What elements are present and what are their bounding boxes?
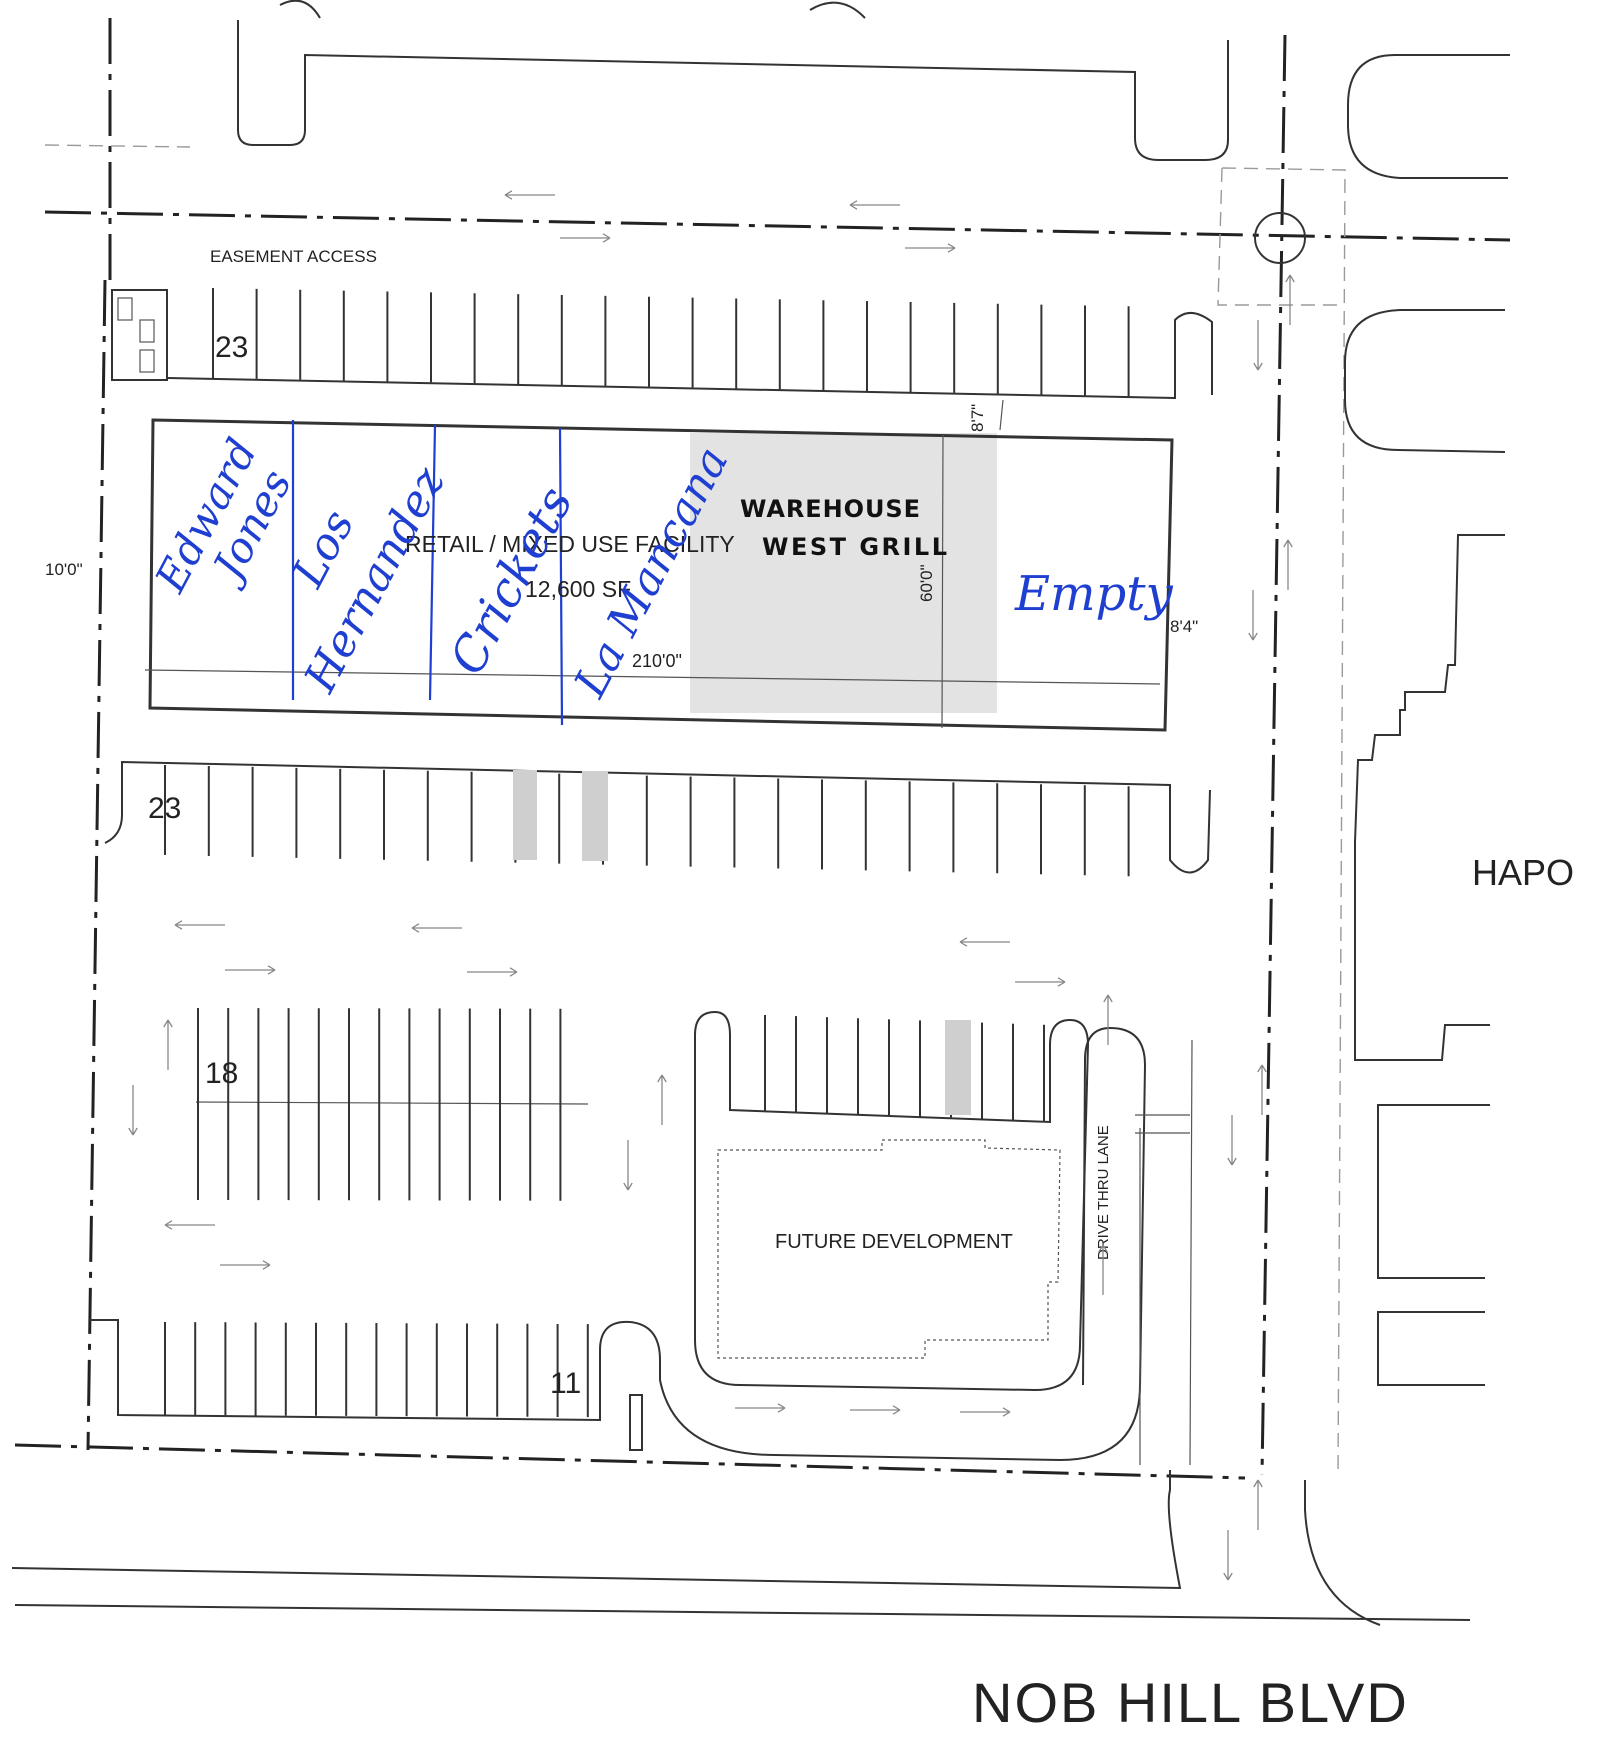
parking-row-south[interactable]: 11: [90, 1026, 1193, 1466]
traffic-arrows: [128, 190, 1295, 1581]
traffic-arrow-icon: [1227, 1115, 1237, 1166]
traffic-arrow-icon: [849, 200, 900, 210]
traffic-arrow-icon: [1098, 1244, 1108, 1295]
retail-building[interactable]: RETAIL / MIXED USE FACILITY 12,600 SF 21…: [45, 399, 1198, 732]
nob-hill-road: [11, 1470, 1471, 1626]
traffic-arrow-icon: [1283, 539, 1293, 590]
traffic-arrow-icon: [1223, 1530, 1233, 1581]
future-development-label: FUTURE DEVELOPMENT: [775, 1231, 1013, 1253]
parking-row-north[interactable]: 23: [167, 288, 1213, 400]
traffic-arrow-icon: [959, 937, 1010, 947]
parking-count-west: 18: [205, 1057, 238, 1090]
parking-count-middle: 23: [148, 792, 181, 825]
tenant-empty: Empty: [1014, 566, 1174, 622]
traffic-arrow-icon: [1253, 320, 1263, 371]
traffic-arrow-icon: [560, 233, 611, 243]
traffic-arrow-icon: [163, 1019, 173, 1070]
traffic-arrow-icon: [623, 1140, 633, 1191]
traffic-arrow-icon: [960, 1407, 1011, 1417]
facility-name: RETAIL / MIXED USE FACILITY: [405, 531, 735, 557]
traffic-arrow-icon: [504, 190, 555, 200]
warehouse-west-grill-highlight: [690, 433, 997, 713]
property-lines: [14, 18, 1511, 1480]
street-label: NOB HILL BLVD: [972, 1671, 1409, 1734]
dumpster-enclosure: [111, 289, 168, 381]
dimension-left: 10'0": [45, 560, 83, 579]
right-buildings: HAPO: [1344, 54, 1574, 1386]
traffic-arrow-icon: [174, 920, 225, 930]
tenant-west-grill: WEST GRILL: [762, 533, 947, 561]
drive-thru-lane-label: DRIVE THRU LANE: [1095, 1125, 1112, 1260]
traffic-arrow-icon: [905, 243, 956, 253]
traffic-arrow-icon: [657, 1074, 667, 1125]
traffic-arrow-icon: [1015, 977, 1066, 987]
tenant-warehouse: WAREHOUSE: [740, 495, 920, 523]
top-building-outline: [237, 0, 1229, 161]
accessible-aisle-2: [582, 771, 608, 861]
traffic-arrow-icon: [1248, 590, 1258, 641]
traffic-arrow-icon: [850, 1405, 901, 1415]
parking-row-middle[interactable]: 23: [104, 760, 1211, 877]
traffic-arrow-icon: [1257, 1064, 1267, 1115]
parking-block-west[interactable]: 18: [195, 1008, 589, 1201]
parking-count-north: 23: [215, 331, 248, 364]
traffic-arrow-icon: [220, 1260, 271, 1270]
traffic-arrow-icon: [128, 1085, 138, 1136]
traffic-arrow-icon: [1253, 1479, 1263, 1530]
traffic-arrow-icon: [164, 1220, 215, 1230]
traffic-arrow-icon: [735, 1403, 786, 1413]
dimension-width: 210'0": [632, 651, 682, 671]
hapo-label: HAPO: [1472, 852, 1574, 893]
accessible-aisle-1: [513, 770, 537, 860]
facility-area: 12,600 SF: [525, 576, 631, 602]
parking-count-south: 11: [550, 1367, 581, 1400]
dimension-depth: 60'0": [917, 564, 936, 602]
traffic-arrow-icon: [1103, 994, 1113, 1045]
dimension-right: 8'4": [1170, 617, 1198, 636]
easement-access-label: EASEMENT ACCESS: [210, 247, 377, 266]
traffic-arrow-icon: [1285, 274, 1295, 325]
accessible-aisle-3: [945, 1020, 971, 1115]
dimension-top-right: 8'7": [968, 404, 987, 432]
future-development-island[interactable]: FUTURE DEVELOPMENT DRIVE THRU LANE: [694, 1010, 1112, 1392]
traffic-arrow-icon: [225, 965, 276, 975]
traffic-arrow-icon: [411, 923, 462, 933]
traffic-arrow-icon: [467, 967, 518, 977]
